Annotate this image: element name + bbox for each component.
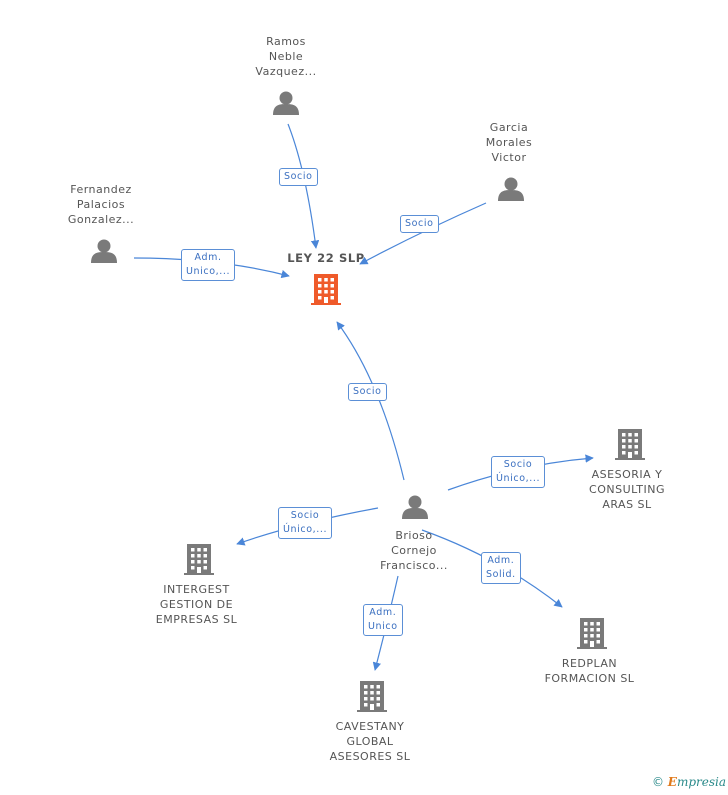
brioso-person-icon[interactable] [402,495,428,520]
edge-label-ramos-ley22[interactable]: Socio [279,168,318,186]
cavestany-label[interactable]: CAVESTANY GLOBAL ASESORES SL [329,720,411,763]
empresia-logo: Empresia [667,775,726,789]
edge-label-brioso-asesoria[interactable]: Socio Único,... [491,456,546,488]
edge-label-brioso-cavestany[interactable]: Adm. Unico [363,604,403,636]
asesoria-company-icon[interactable] [615,429,645,460]
ramos-label[interactable]: Ramos Neble Vazquez... [255,35,317,78]
edge-label-brioso-ley22[interactable]: Socio [348,383,387,401]
edge-label-garcia-ley22[interactable]: Socio [400,215,439,233]
edge-label-brioso-intergest[interactable]: Socio Único,... [278,507,333,539]
redplan-label[interactable]: REDPLAN FORMACION SL [544,657,635,685]
intergest-company-icon[interactable] [184,544,214,575]
ramos-person-icon[interactable] [273,91,299,116]
edge-ramos-ley22 [287,123,320,249]
redplan-company-icon[interactable] [577,618,607,649]
garcia-label[interactable]: Garcia Morales Victor [485,121,533,164]
fernandez-person-icon[interactable] [91,239,117,264]
empresia-copyright: © Empresia [652,775,726,789]
copyright-symbol: © [651,775,664,789]
ley22-company-icon[interactable] [311,274,341,305]
edge-label-fernandez-ley22[interactable]: Adm. Unico,... [181,249,236,281]
garcia-person-icon[interactable] [498,177,524,202]
brioso-label[interactable]: Brioso Cornejo Francisco... [380,529,448,572]
fernandez-label[interactable]: Fernandez Palacios Gonzalez... [67,183,135,226]
edge-label-brioso-redplan[interactable]: Adm. Solid. [481,552,521,584]
edge-brioso-ley22 [336,321,405,481]
cavestany-company-icon[interactable] [357,681,387,712]
intergest-label[interactable]: INTERGEST GESTION DE EMPRESAS SL [155,583,238,626]
ley22-label[interactable]: LEY 22 SLP [287,251,365,265]
asesoria-label[interactable]: ASESORIA Y CONSULTING ARAS SL [589,468,665,511]
